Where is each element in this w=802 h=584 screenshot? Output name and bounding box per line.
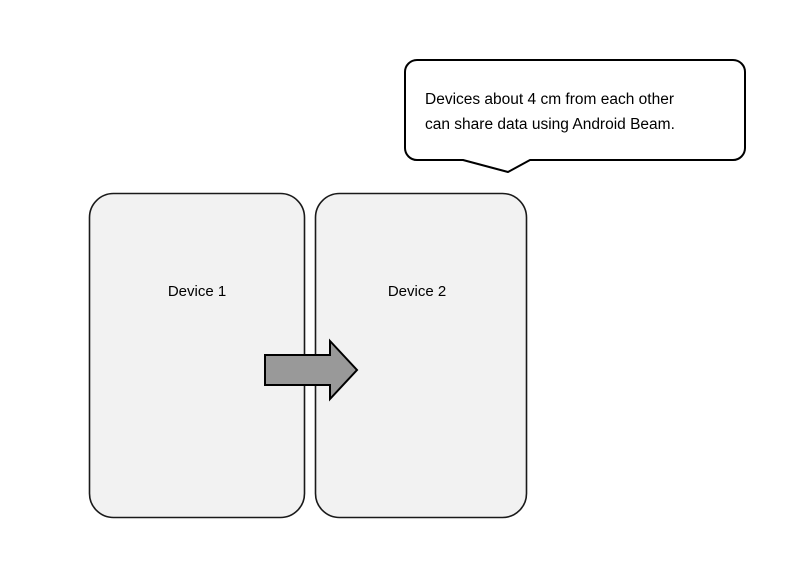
device-2-label: Device 2 (388, 283, 446, 300)
device-2-shape[interactable]: Device 2 (314, 192, 528, 519)
data-transfer-arrow (264, 338, 359, 402)
device-2-rect[interactable] (314, 192, 528, 519)
right-arrow-icon (264, 338, 359, 402)
callout-text-line-2: can share data using Android Beam. (425, 116, 675, 133)
device-1-label: Device 1 (168, 283, 226, 300)
callout-balloon: Devices about 4 cm from each other can s… (404, 59, 746, 173)
callout-balloon-shape (404, 59, 746, 173)
callout-text-line-1: Devices about 4 cm from each other (425, 91, 674, 108)
